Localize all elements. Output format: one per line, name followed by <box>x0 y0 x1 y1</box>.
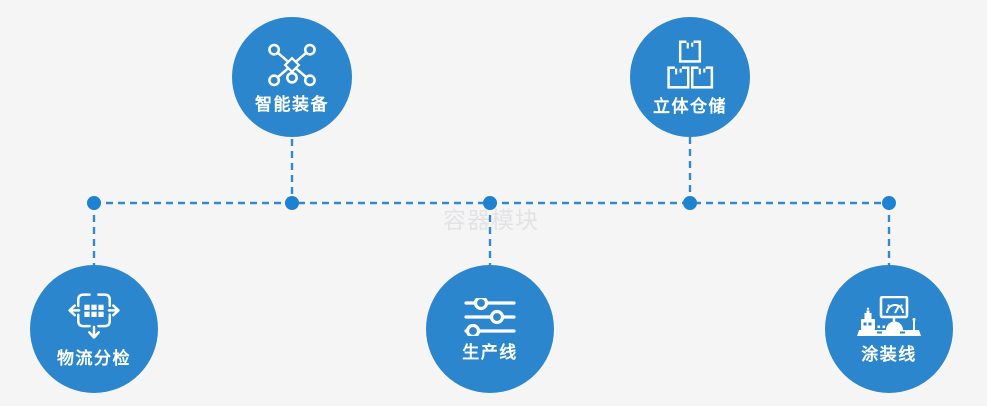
network-nodes-icon <box>268 43 316 86</box>
node-painting-line: 涂装线 <box>825 265 953 393</box>
node-label: 物流分检 <box>57 349 131 368</box>
node-label: 立体仓储 <box>653 96 727 116</box>
junction-dot <box>87 196 101 210</box>
stacked-boxes-icon <box>667 39 714 89</box>
junction-dot <box>483 196 497 210</box>
sliders-icon <box>464 297 516 336</box>
junction-dot <box>285 196 299 210</box>
node-label: 生产线 <box>462 342 518 362</box>
junction-dot <box>683 196 697 210</box>
node-stereo-warehouse: 立体仓储 <box>630 17 750 137</box>
node-smart-equipment: 智能装备 <box>232 17 352 137</box>
control-station-icon <box>857 295 921 336</box>
sorting-arrows-icon <box>68 293 120 339</box>
node-logistics-sorting: 物流分检 <box>30 265 158 393</box>
node-label: 智能装备 <box>255 94 329 114</box>
node-label: 涂装线 <box>861 344 917 364</box>
node-production-line: 生产线 <box>426 265 554 393</box>
junction-dot <box>882 196 896 210</box>
